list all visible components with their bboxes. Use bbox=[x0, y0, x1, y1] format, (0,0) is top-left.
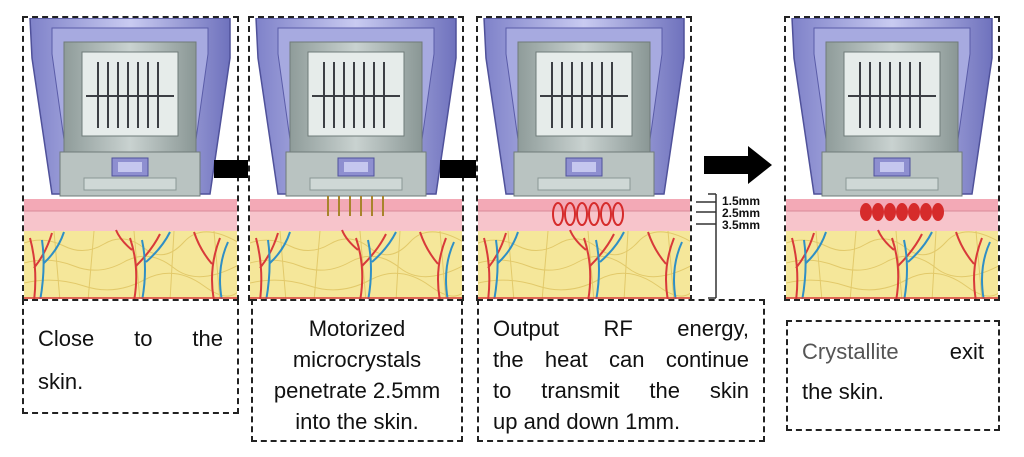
applicator-lifted-graphic bbox=[786, 18, 998, 299]
caption-line: to transmit the skin bbox=[493, 375, 749, 406]
step-2-caption: Motorized microcrystals penetrate 2.5mm … bbox=[251, 299, 463, 442]
caption-line: the skin. bbox=[802, 376, 984, 407]
depth-scale-bracket bbox=[694, 190, 724, 300]
applicator-with-microcrystals-graphic bbox=[250, 18, 462, 299]
caption-line: penetrate 2.5mm bbox=[259, 375, 455, 406]
caption-line: into the skin. bbox=[259, 406, 455, 437]
crystallite-word: Crystallite bbox=[802, 336, 899, 367]
depth-label-3: 3.5mm bbox=[722, 219, 760, 231]
step-2-illustration bbox=[248, 16, 464, 301]
applicator-rf-energy-graphic bbox=[478, 18, 690, 299]
step-1-caption: Close to the skin. bbox=[22, 299, 239, 414]
caption-line: skin. bbox=[38, 366, 223, 397]
step-3-illustration bbox=[476, 16, 692, 301]
step-1-illustration bbox=[22, 16, 239, 301]
caption-line: Close to the bbox=[38, 323, 223, 354]
step-4-illustration bbox=[784, 16, 1000, 301]
step-4-caption: Crystallite exit the skin. bbox=[786, 320, 1000, 431]
caption-line: microcrystals bbox=[259, 344, 455, 375]
caption-line: up and down 1mm. bbox=[493, 406, 749, 437]
caption-line: the heat can continue bbox=[493, 344, 749, 375]
caption-line: Motorized bbox=[259, 313, 455, 344]
applicator-over-skin-graphic bbox=[24, 18, 237, 299]
caption-word: exit bbox=[950, 336, 984, 367]
caption-line: Output RF energy, bbox=[493, 313, 749, 344]
arrow-right-icon bbox=[704, 146, 774, 184]
caption-line: Crystallite exit bbox=[802, 336, 984, 367]
step-3-caption: Output RF energy, the heat can continue … bbox=[477, 299, 765, 442]
